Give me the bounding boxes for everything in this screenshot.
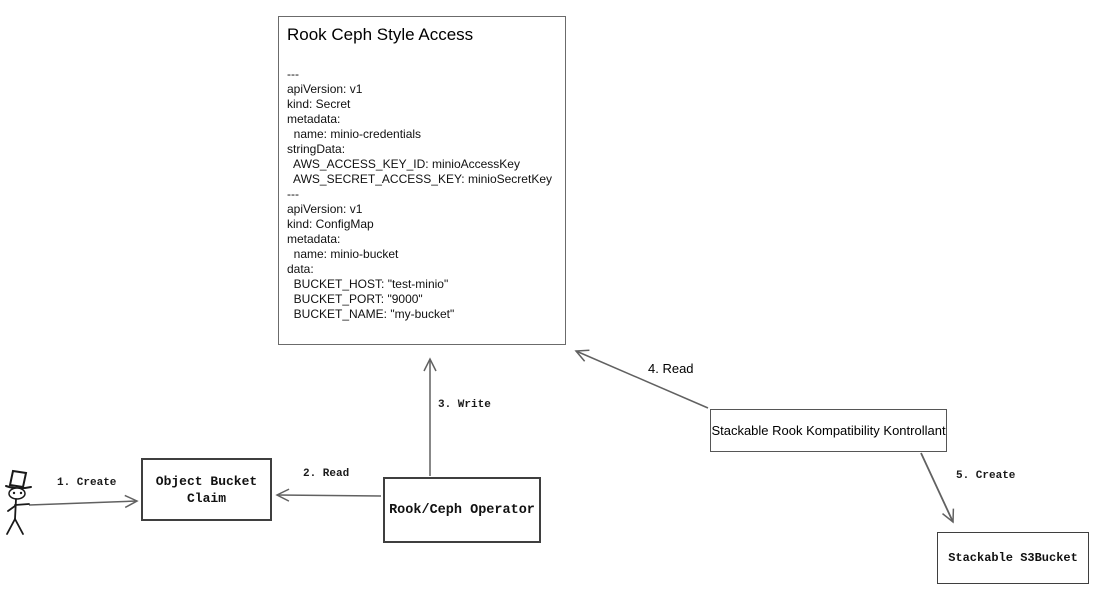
edge-label-read-obc: 2. Read (303, 468, 350, 480)
yaml-line: apiVersion: v1 (287, 202, 363, 216)
yaml-line: BUCKET_PORT: "9000" (287, 292, 423, 306)
node-label: Stackable Rook Kompatibility Kontrollant (711, 423, 946, 438)
node-object-bucket-claim[interactable]: Object Bucket Claim (141, 458, 272, 521)
yaml-line: kind: ConfigMap (287, 217, 374, 231)
node-stackable-s3bucket[interactable]: Stackable S3Bucket (937, 532, 1089, 584)
node-stackable-rook-kompatibility-kontrollant[interactable]: Stackable Rook Kompatibility Kontrollant (710, 409, 947, 452)
edge-label-create-obc: 1. Create (57, 477, 117, 489)
yaml-line: name: minio-credentials (287, 127, 422, 141)
user-stick-figure-icon (5, 469, 32, 535)
yaml-line: --- (287, 187, 299, 201)
yaml-line: data: (287, 262, 314, 276)
yaml-line: apiVersion: v1 (287, 82, 363, 96)
yaml-line: --- (287, 67, 299, 81)
yaml-line: stringData: (287, 142, 346, 156)
node-rook-ceph-operator[interactable]: Rook/Ceph Operator (383, 477, 541, 543)
main-box-title: Rook Ceph Style Access (287, 25, 474, 44)
yaml-snippet: --- apiVersion: v1 kind: Secret metadata… (287, 67, 565, 322)
yaml-line: AWS_SECRET_ACCESS_KEY: minioSecretKey (287, 172, 552, 186)
node-label: Stackable S3Bucket (948, 551, 1078, 565)
node-label: Rook/Ceph Operator (389, 502, 535, 518)
yaml-line: kind: Secret (287, 97, 351, 111)
yaml-line: name: minio-bucket (287, 247, 399, 261)
yaml-line: metadata: (287, 112, 341, 126)
edge-read-access-line (574, 349, 709, 409)
yaml-line: metadata: (287, 232, 341, 246)
edge-label-read-access: 4. Read (648, 361, 694, 376)
edge-create-obc-line (28, 494, 139, 509)
edge-label-create-s3bucket: 5. Create (956, 470, 1016, 482)
edge-label-write-access: 3. Write (438, 399, 491, 411)
yaml-line: BUCKET_NAME: "my-bucket" (287, 307, 455, 321)
yaml-line: AWS_ACCESS_KEY_ID: minioAccessKey (287, 157, 520, 171)
edge-create-s3bucket-line (920, 452, 955, 524)
node-label: Object Bucket Claim (155, 473, 258, 506)
edge-read-obc-line (275, 488, 382, 502)
node-rook-ceph-style-access[interactable]: Rook Ceph Style Access --- apiVersion: v… (278, 16, 566, 345)
yaml-line: BUCKET_HOST: "test-minio" (287, 277, 449, 291)
